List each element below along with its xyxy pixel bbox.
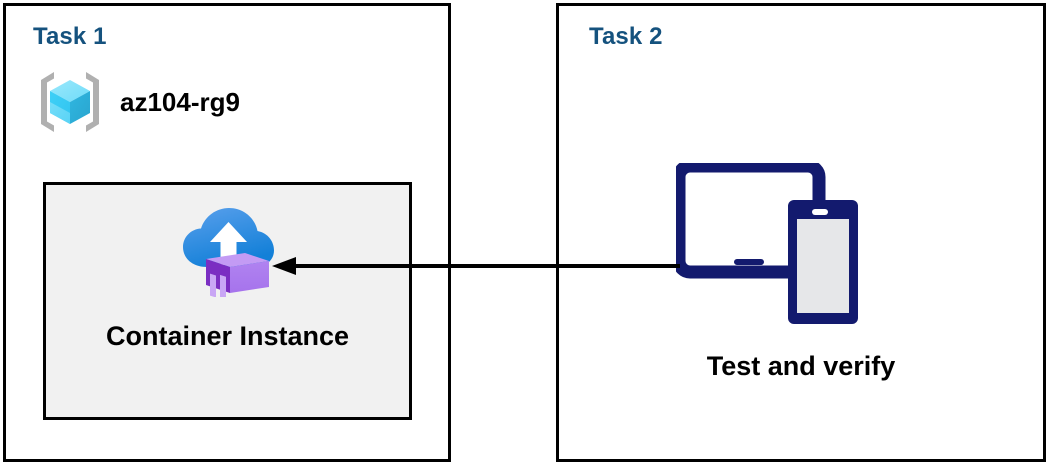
azure-resource-group-icon xyxy=(34,66,106,138)
resource-group-label: az104-rg9 xyxy=(120,86,240,117)
resource-group-row: az104-rg9 xyxy=(34,66,240,138)
devices-label: Test and verify xyxy=(706,351,896,381)
azure-container-instance-icon xyxy=(179,185,277,297)
panel-title-task-1: Task 1 xyxy=(33,23,107,50)
container-instance-card: Container Instance xyxy=(43,182,412,420)
container-instance-label: Container Instance xyxy=(105,321,350,351)
panel-title-task-2: Task 2 xyxy=(589,23,663,50)
panel-task-1: Task 1 xyxy=(3,3,451,462)
